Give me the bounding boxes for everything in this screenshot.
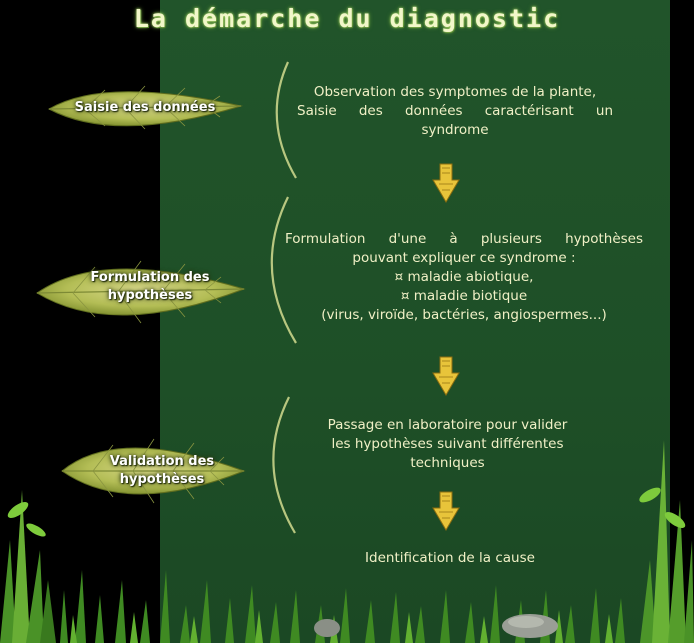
description-line: Observation des symptomes de la plante, <box>313 84 597 100</box>
bracket-2 <box>270 196 297 344</box>
conclusion-text: Identification de la cause <box>365 550 535 566</box>
green-panel <box>160 0 670 643</box>
step-2-description: Formulation d'une à plusieurs hypothèses… <box>285 230 643 325</box>
down-arrow-icon <box>432 356 460 396</box>
down-arrow-icon <box>432 163 460 203</box>
leaf-icon <box>36 260 246 324</box>
description-line: syndrome <box>421 122 489 138</box>
grass-decoration <box>0 440 694 643</box>
description-line: pouvant expliquer ce syndrome : <box>352 250 576 266</box>
bracket-1 <box>275 61 297 179</box>
description-line: (virus, viroïde, bactéries, angiospermes… <box>321 307 607 323</box>
step-2-label-line: hypothèses <box>107 288 193 303</box>
step-3-label-line: hypothèses <box>119 472 205 487</box>
leaf-icon <box>61 438 246 504</box>
leaf-icon <box>47 85 243 130</box>
description-line: ¤ maladie biotique <box>400 288 528 304</box>
page-title: La démarche du diagnostic <box>133 4 561 33</box>
bracket-3 <box>272 396 296 534</box>
step-1-label-line: Saisie des données <box>74 100 216 115</box>
description-line: techniques <box>410 455 485 471</box>
description-line: Saisie des données caractérisant un <box>297 103 613 119</box>
step-3-label-line: Validation des <box>109 454 215 469</box>
step-3-description: Passage en laboratoire pour valider les … <box>300 416 595 473</box>
description-line: Formulation d'une à plusieurs hypothèses <box>285 231 643 247</box>
description-line: les hypothèses suivant différentes <box>331 436 564 452</box>
down-arrow-icon <box>432 491 460 531</box>
step-2-label-line: Formulation des <box>90 270 210 285</box>
step-1-label: Saisie des données <box>65 99 225 117</box>
description-line: Passage en laboratoire pour valider <box>327 417 568 433</box>
step-1-description: Observation des symptomes de la plante, … <box>297 83 613 140</box>
step-2-label: Formulation des hypothèses <box>70 269 230 305</box>
step-3-label: Validation des hypothèses <box>82 453 242 489</box>
description-line: ¤ maladie abiotique, <box>394 269 534 285</box>
